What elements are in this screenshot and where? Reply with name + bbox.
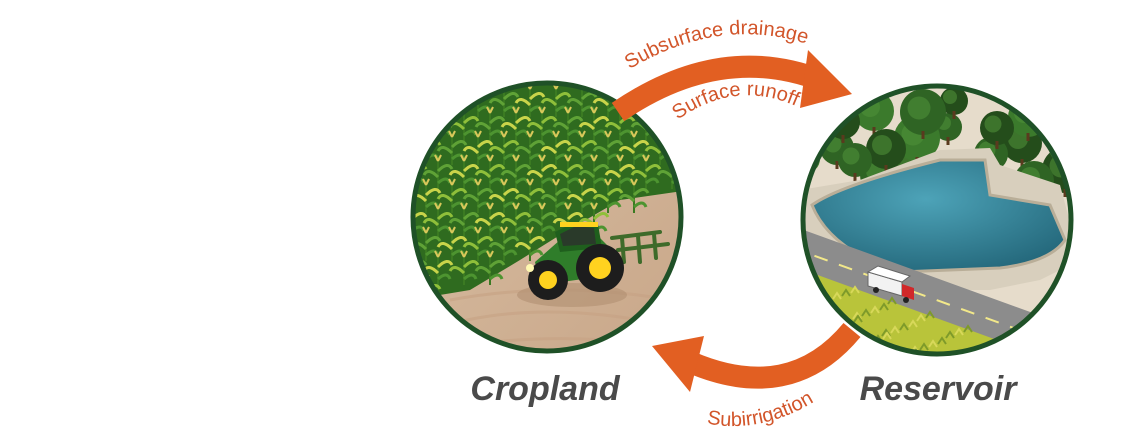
cropland-scene <box>410 80 684 354</box>
node-label-reservoir: Reservoir <box>860 370 1019 408</box>
arrow-reservoir-to-cropland <box>652 322 861 392</box>
flow-label-subirrigation: Subirrigation <box>706 387 817 431</box>
reservoir-ring <box>800 83 1074 357</box>
node-label-cropland: Cropland <box>470 370 620 408</box>
arrowhead-left <box>652 336 704 392</box>
truck-icon <box>866 265 914 303</box>
arrow-cropland-to-reservoir <box>611 50 852 122</box>
arrowhead-right <box>800 50 852 108</box>
reservoir-scene <box>800 83 1074 357</box>
tractor-icon <box>517 222 670 307</box>
cropland-ring <box>410 80 684 354</box>
